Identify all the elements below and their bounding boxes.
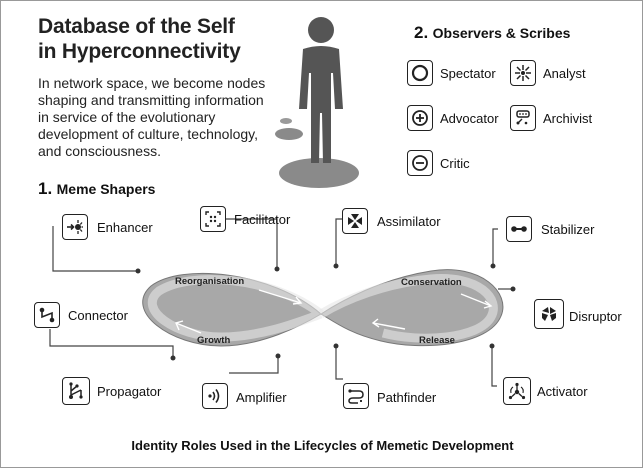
title-line-1: Database of the Self <box>38 15 235 38</box>
archivist-icon <box>510 105 536 131</box>
description-line-4: development of culture, technology, <box>38 126 258 142</box>
observers-heading: 2. Observers & Scribes <box>414 23 570 43</box>
spectator-label: Spectator <box>440 66 496 81</box>
archivist-label: Archivist <box>543 111 593 126</box>
release-label: Release <box>419 335 455 346</box>
advocator-icon <box>407 105 433 131</box>
description-line-5: and consciousness. <box>38 143 161 159</box>
person-figure-icon <box>275 17 359 188</box>
meme-shapers-heading-text: Meme Shapers <box>56 181 156 197</box>
assimilator-label: Assimilator <box>377 214 441 229</box>
analyst-label: Analyst <box>543 66 586 81</box>
critic-icon <box>407 150 433 176</box>
observers-number: 2. <box>414 23 429 42</box>
pathfinder-icon <box>343 383 369 409</box>
title-line-2: in Hyperconnectivity <box>38 40 241 63</box>
description-line-2: shaping and transmitting information <box>38 92 264 108</box>
description: In network space, we become nodes shapin… <box>38 75 283 160</box>
amplifier-icon <box>202 383 228 409</box>
assimilator-icon <box>342 208 368 234</box>
disruptor-icon <box>534 299 564 329</box>
advocator-label: Advocator <box>440 111 499 126</box>
facilitator-label: Facilitator <box>234 212 291 227</box>
spectator-icon <box>407 60 433 86</box>
meme-shapers-heading: 1. Meme Shapers <box>38 179 155 199</box>
observers-heading-text: Observers & Scribes <box>432 25 571 41</box>
growth-label: Growth <box>197 335 230 346</box>
analyst-icon <box>510 60 536 86</box>
critic-label: Critic <box>440 156 470 171</box>
activator-icon <box>503 377 531 405</box>
meme-shapers-number: 1. <box>38 179 53 198</box>
activator-label: Activator <box>537 384 588 399</box>
stabilizer-label: Stabilizer <box>541 222 595 237</box>
conservation-label: Conservation <box>401 277 462 288</box>
enhancer-label: Enhancer <box>97 220 153 235</box>
page-title: Database of the Self in Hyperconnectivit… <box>38 14 241 64</box>
facilitator-icon <box>200 206 226 232</box>
description-line-1: In network space, we become nodes <box>38 75 266 91</box>
stabilizer-icon <box>506 216 532 242</box>
connector-label: Connector <box>68 308 128 323</box>
description-line-3: in service of the evolutionary <box>38 109 216 125</box>
connector-icon <box>34 302 60 328</box>
propagator-label: Propagator <box>97 384 162 399</box>
amplifier-label: Amplifier <box>236 390 287 405</box>
pathfinder-label: Pathfinder <box>377 390 437 405</box>
propagator-icon <box>62 377 90 405</box>
footer-caption: Identity Roles Used in the Lifecycles of… <box>131 438 514 453</box>
reorganisation-label: Reorganisation <box>175 276 244 287</box>
disruptor-label: Disruptor <box>569 309 622 324</box>
enhancer-icon <box>62 214 88 240</box>
